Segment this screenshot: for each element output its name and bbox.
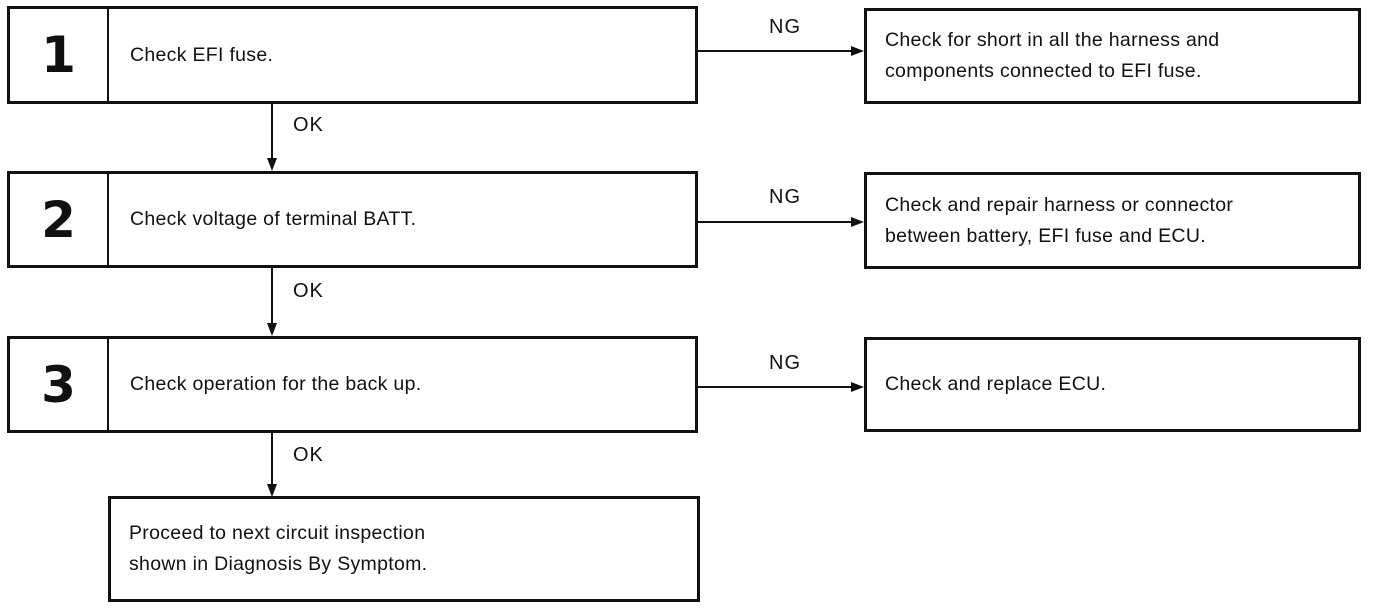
step-3-ok-arrowhead-icon bbox=[267, 484, 277, 497]
step-1-ok-label: OK bbox=[293, 114, 324, 136]
step-1-ng-connector bbox=[698, 50, 854, 52]
step-1-ng-arrowhead-icon bbox=[851, 46, 864, 56]
step-1-ng-action-line2: components connected to EFI fuse. bbox=[885, 60, 1202, 82]
step-3-ng-arrowhead-icon bbox=[851, 382, 864, 392]
step-1-ng-action-line1: Check for short in all the harness and bbox=[885, 29, 1220, 51]
step-1-ok-arrowhead-icon bbox=[267, 158, 277, 171]
step-2-instruction: Check voltage of terminal BATT. bbox=[130, 208, 417, 230]
final-action-line1: Proceed to next circuit inspection bbox=[129, 522, 426, 544]
final-action-line2: shown in Diagnosis By Symptom. bbox=[129, 553, 428, 575]
step-2-ng-label: NG bbox=[769, 186, 801, 208]
step-3-ng-action-line1: Check and replace ECU. bbox=[885, 373, 1107, 395]
step-2-ng-arrowhead-icon bbox=[851, 217, 864, 227]
step-3-box: 3 Check operation for the back up. bbox=[7, 336, 698, 433]
step-2-ok-label: OK bbox=[293, 280, 324, 302]
step-3-ng-connector bbox=[698, 386, 854, 388]
step-2-ok-arrowhead-icon bbox=[267, 323, 277, 336]
step-2-ng-connector bbox=[698, 221, 854, 223]
step-1-number: 1 bbox=[10, 9, 109, 101]
step-2-ng-action-line2: between battery, EFI fuse and ECU. bbox=[885, 224, 1206, 247]
step-3-number: 3 bbox=[10, 339, 109, 430]
step-2-ng-action-box: Check and repair harness or connector be… bbox=[864, 172, 1361, 269]
step-1-ng-label: NG bbox=[769, 16, 801, 38]
step-3-instruction: Check operation for the back up. bbox=[130, 373, 422, 395]
step-3-ok-connector bbox=[271, 433, 273, 486]
step-2-number: 2 bbox=[10, 174, 109, 265]
step-3-ng-action-box: Check and replace ECU. bbox=[864, 337, 1361, 432]
final-action-box: Proceed to next circuit inspection shown… bbox=[108, 496, 700, 602]
step-2-ok-connector bbox=[271, 268, 273, 324]
step-1-ng-action-box: Check for short in all the harness and c… bbox=[864, 8, 1361, 104]
step-2-ng-action-line1: Check and repair harness or connector bbox=[885, 193, 1234, 216]
step-1-ok-connector bbox=[271, 104, 273, 161]
step-1-box: 1 Check EFI fuse. bbox=[7, 6, 698, 104]
step-2-box: 2 Check voltage of terminal BATT. bbox=[7, 171, 698, 268]
step-1-instruction: Check EFI fuse. bbox=[130, 43, 274, 66]
step-3-ok-label: OK bbox=[293, 444, 324, 466]
step-3-ng-label: NG bbox=[769, 352, 801, 374]
